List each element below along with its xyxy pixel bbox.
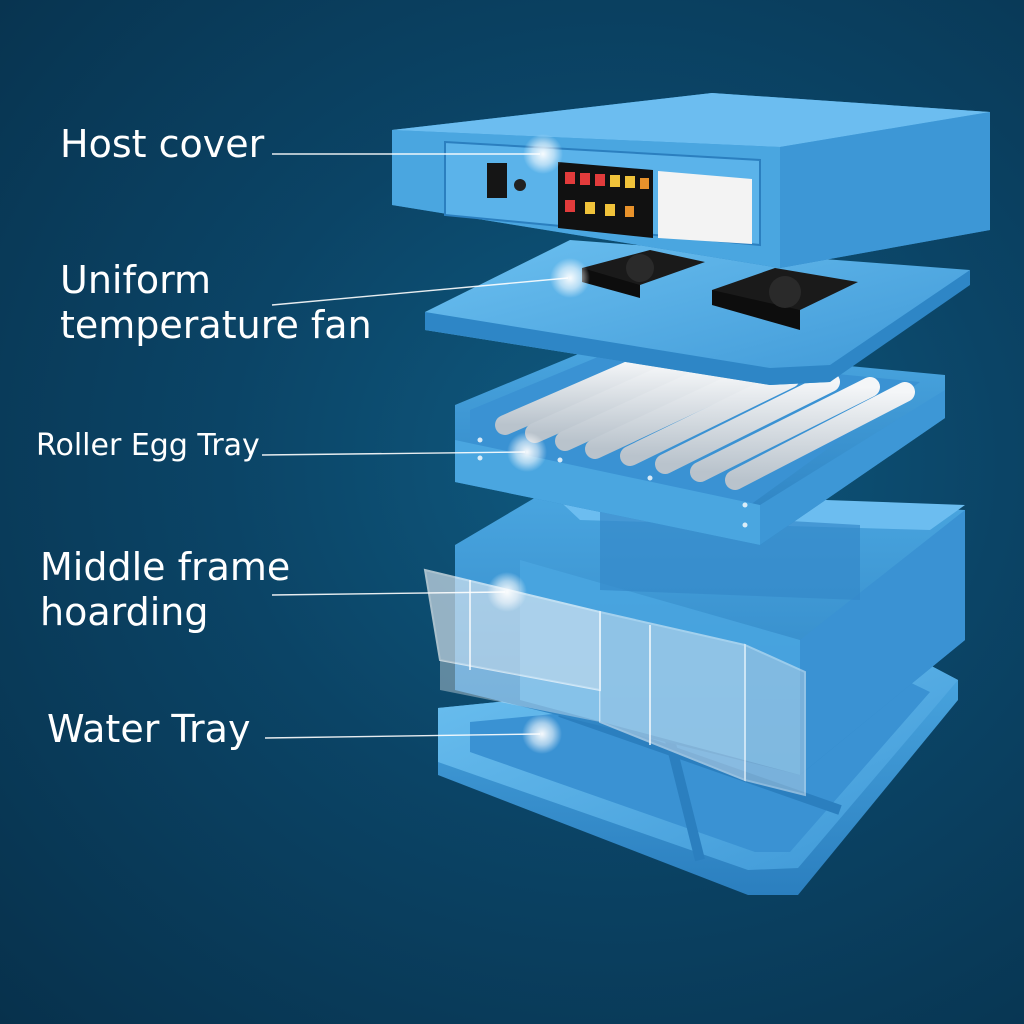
rollers <box>495 352 915 490</box>
leader-roller <box>261 451 526 456</box>
label-water-text: Water Tray <box>47 707 251 751</box>
roller-egg-tray <box>455 343 945 545</box>
label-host-cover-text: Host cover <box>60 122 265 166</box>
label-roller-text: Roller Egg Tray <box>36 428 260 463</box>
control-panel <box>444 140 761 247</box>
dot-roller <box>507 432 547 472</box>
transparent-hoarding <box>423 568 806 797</box>
label-uniform-temperature-fan: Uniform temperature fan <box>60 258 372 348</box>
label-middle-frame-hoarding: Middle frame hoarding <box>40 545 290 635</box>
host-cover <box>392 93 990 268</box>
fan-left <box>582 250 705 298</box>
leader-fan <box>271 277 569 306</box>
dot-middle <box>487 572 527 612</box>
label-water-tray: Water Tray <box>47 707 250 752</box>
label-host-cover: Host cover <box>60 122 264 167</box>
fan-plate <box>425 240 970 385</box>
leader-middle <box>271 591 506 596</box>
dot-fan <box>550 258 590 298</box>
label-fan-line2: temperature fan <box>60 302 372 347</box>
label-middle-line2: hoarding <box>40 589 209 634</box>
dot-water <box>522 714 562 754</box>
fan-right <box>712 268 858 330</box>
label-roller-egg-tray: Roller Egg Tray <box>36 428 260 463</box>
leader-lines <box>261 153 569 739</box>
highlight-dots <box>487 134 590 754</box>
dot-host-cover <box>523 134 563 174</box>
label-fan-line1: Uniform <box>60 258 212 302</box>
label-middle-line1: Middle frame <box>40 545 291 589</box>
leader-water <box>264 733 541 739</box>
